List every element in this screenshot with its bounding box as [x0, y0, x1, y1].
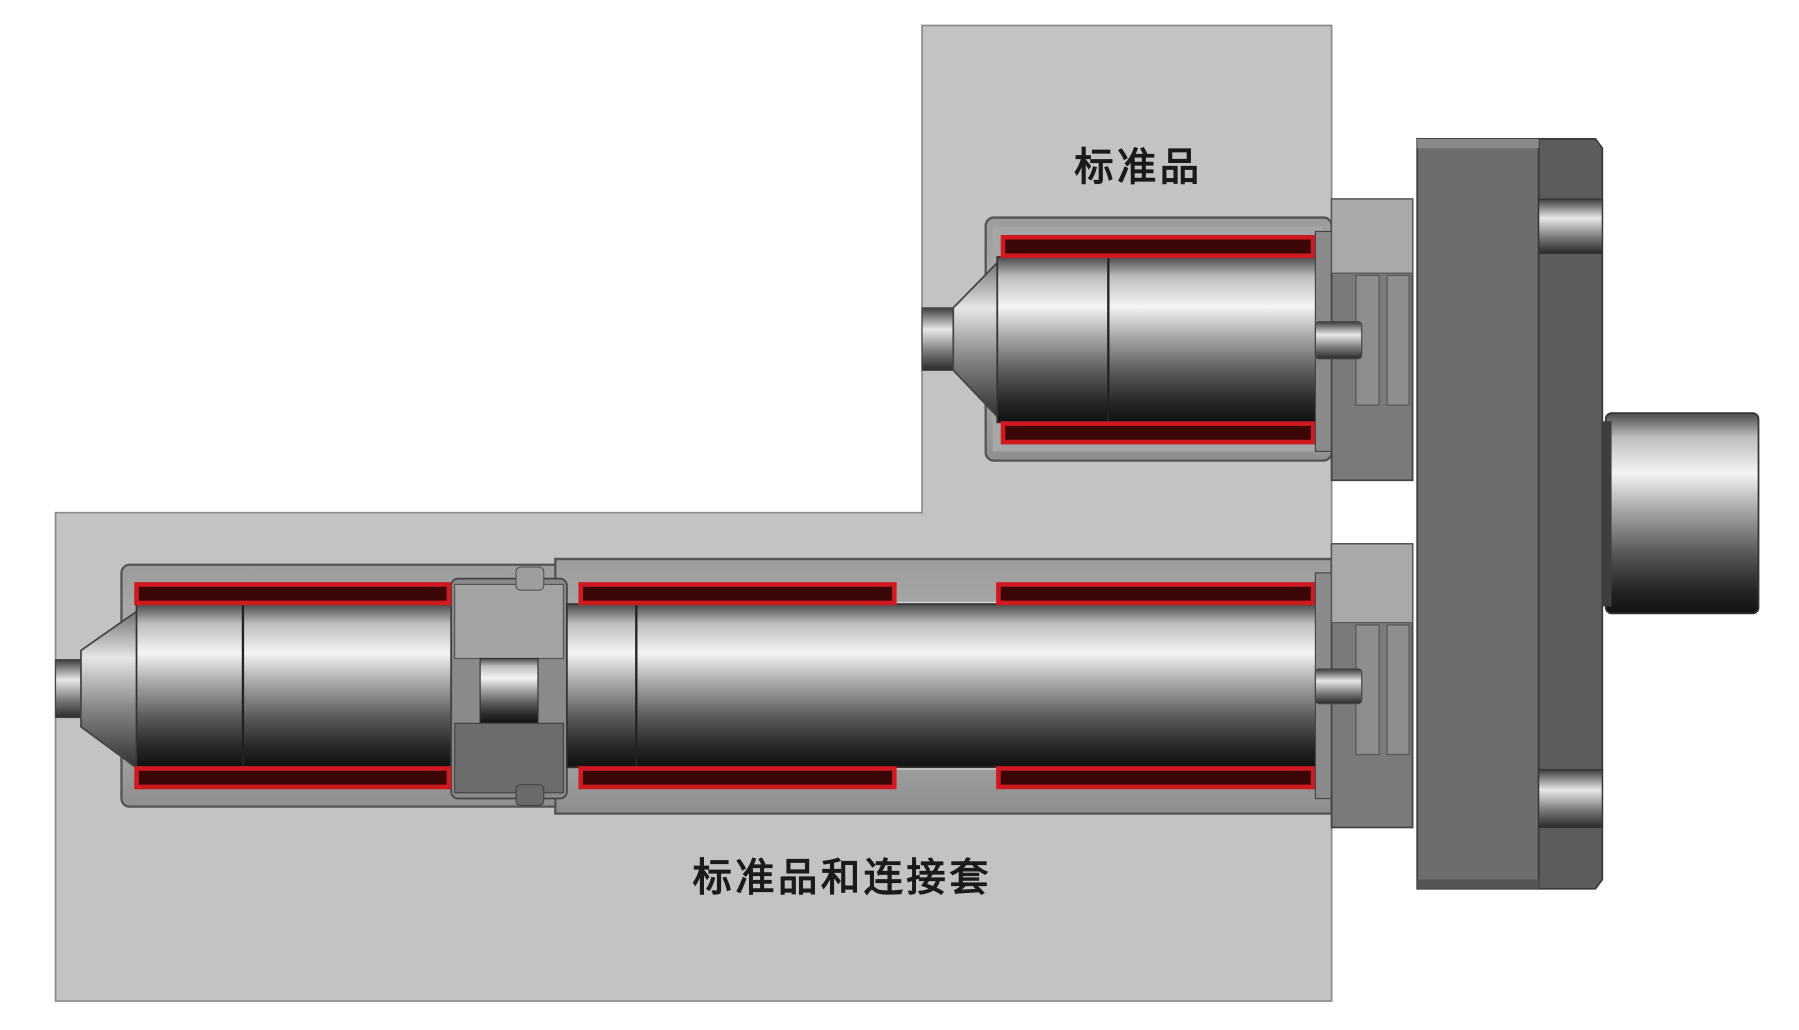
- lower-band-bottom-3: [996, 766, 1316, 790]
- lower-band-bottom-1: [134, 766, 452, 790]
- sleeve-top: [454, 583, 564, 660]
- upper-pin: [921, 307, 958, 371]
- upper-band-top: [1000, 234, 1316, 259]
- upper-connector-slot-b: [1386, 274, 1410, 406]
- label-standard: 标准品: [1074, 145, 1202, 191]
- shaft-face: [1602, 421, 1612, 607]
- sleeve-bottom: [454, 722, 564, 794]
- lower-connector-top: [1331, 543, 1414, 624]
- lower-band-bottom-2: [578, 766, 897, 790]
- upper-boss: [1314, 321, 1363, 360]
- lower-connector-slot-b: [1386, 624, 1410, 756]
- connecting-sleeve: [450, 566, 568, 807]
- upper-connector-top: [1331, 198, 1414, 274]
- sleeve-core: [479, 657, 539, 724]
- lower-assembly: [54, 543, 1414, 829]
- lower-roller-right: [566, 603, 1320, 769]
- shaft-body: [1604, 412, 1760, 615]
- lower-band-top-2: [578, 582, 897, 606]
- plate-boss-bottom: [1538, 769, 1603, 829]
- plate-front: [1416, 138, 1540, 890]
- label-standard-with-sleeve: 标准品和连接套: [692, 855, 992, 901]
- mounting-plate: [1416, 138, 1604, 890]
- plate-boss-top: [1538, 198, 1603, 255]
- lower-band-top-1: [134, 582, 452, 606]
- upper-assembly: [921, 198, 1414, 482]
- lower-roller-left: [135, 603, 453, 769]
- sleeve-knob-bottom: [515, 784, 545, 807]
- upper-band-bottom: [1000, 421, 1316, 445]
- plate-bottom-edge: [1417, 879, 1539, 889]
- upper-roller: [996, 256, 1320, 424]
- plate-top-edge: [1417, 138, 1539, 149]
- output-shaft: [1602, 412, 1760, 615]
- lower-band-top-3: [996, 582, 1316, 606]
- lower-boss: [1314, 668, 1363, 705]
- sleeve-knob-top: [515, 566, 545, 591]
